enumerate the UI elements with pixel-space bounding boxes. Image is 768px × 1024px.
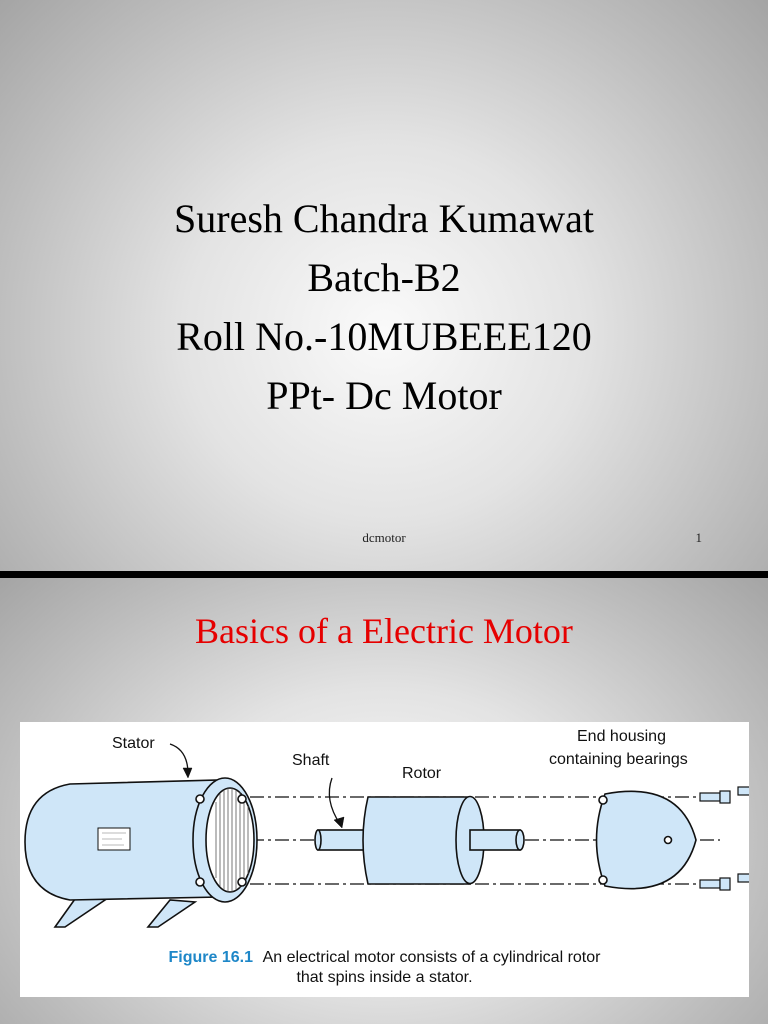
motor-figure: Stator Shaft Rotor End housing containin… <box>20 722 749 997</box>
rotor <box>314 777 525 885</box>
caption-line-2: that spins inside a stator. <box>296 969 473 986</box>
bearings-label: containing bearings <box>549 751 688 768</box>
shaft-label: Shaft <box>292 752 330 769</box>
motor-diagram <box>24 743 749 928</box>
end-housing <box>595 790 697 890</box>
slide-title: Basics of a Electric Motor <box>195 611 573 651</box>
author-name: Suresh Chandra Kumawat <box>174 196 594 241</box>
presentation-topic: PPt- Dc Motor <box>266 373 502 418</box>
rotor-label: Rotor <box>402 765 442 782</box>
slide-footer: dcmotor <box>362 530 406 545</box>
caption-line-1: An electrical motor consists of a cylind… <box>262 949 601 966</box>
figure-number: Figure 16.1 <box>168 949 253 966</box>
batch-line: Batch-B2 <box>307 255 461 300</box>
stator <box>24 743 258 928</box>
end-housing-label: End housing <box>577 728 666 745</box>
stator-label: Stator <box>112 735 155 752</box>
slide-2: Basics of a Electric Motor <box>0 578 768 1024</box>
figure-caption: Figure 16.1 An electrical motor consists… <box>20 948 749 988</box>
bolts <box>699 786 749 891</box>
roll-number-line: Roll No.-10MUBEEE120 <box>176 314 592 359</box>
slide-number: 1 <box>695 530 703 545</box>
title-block: Suresh Chandra Kumawat Batch-B2 Roll No.… <box>0 189 768 425</box>
slide-1: Suresh Chandra Kumawat Batch-B2 Roll No.… <box>0 0 768 571</box>
